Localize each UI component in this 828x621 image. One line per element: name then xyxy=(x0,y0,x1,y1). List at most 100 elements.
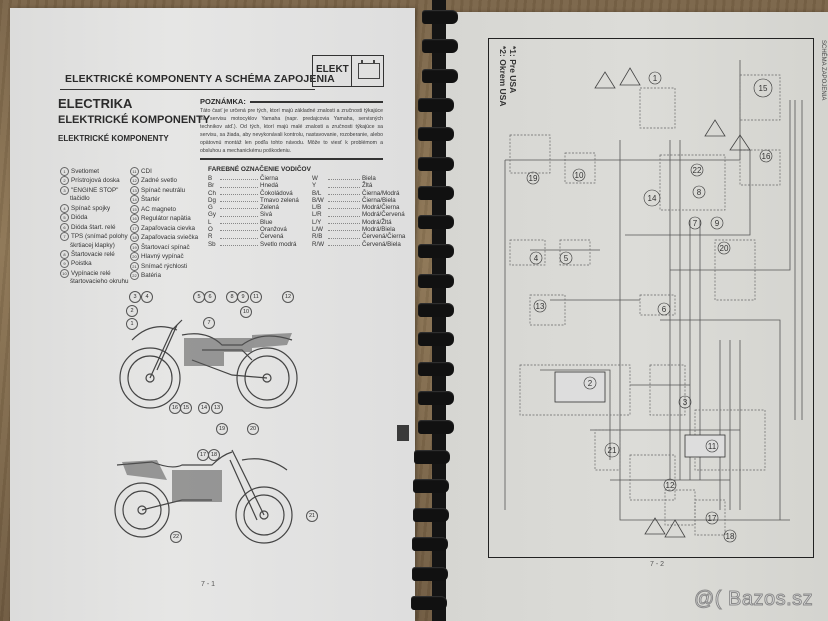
wire-code: R/B xyxy=(312,233,323,241)
wire-code: G xyxy=(208,204,213,212)
binding-coil xyxy=(411,596,447,610)
leader-dots xyxy=(220,219,258,225)
binding-coil xyxy=(418,244,454,259)
wire-code: L/W xyxy=(312,226,324,234)
binding-coil xyxy=(418,332,454,347)
schem-label-18: 18 xyxy=(726,532,735,541)
component-number: 5 xyxy=(60,213,69,223)
component-number: 9 xyxy=(60,259,69,269)
wire-color-name: Modrá/Žltá xyxy=(362,218,392,226)
schem-label-17: 17 xyxy=(708,514,717,523)
section-tab-label: ELEKT xyxy=(313,56,352,86)
wire-color-name: Hnedá xyxy=(260,182,279,190)
note-rule xyxy=(200,158,383,160)
binding-coil xyxy=(418,361,454,376)
component-label: Dióda štart. relé xyxy=(71,223,116,231)
component-label: Zapaľovacia sviečka xyxy=(141,234,199,242)
heading-electrika: ELECTRIKA xyxy=(58,96,133,111)
component-label: Spínač spojky xyxy=(71,204,111,212)
leader-dots xyxy=(220,204,258,210)
component-number: 17 xyxy=(130,223,139,233)
note-box: POZNÁMKA: Táto časť je určená pre tých, … xyxy=(200,97,383,160)
wire-color-name: Žltá xyxy=(362,182,373,190)
spiral-binding xyxy=(411,0,458,621)
binding-coil xyxy=(412,508,449,523)
schem-label-11: 11 xyxy=(708,442,717,451)
component-number: 22 xyxy=(130,271,139,281)
wire-color-name: Čierna/Biela xyxy=(362,196,396,204)
binding-clip xyxy=(397,425,409,441)
section-tab: ELEKT xyxy=(312,55,384,87)
binding-coil xyxy=(418,97,454,112)
leader-dots xyxy=(328,219,360,225)
binding-coil xyxy=(422,39,458,54)
wire-code: O xyxy=(208,226,213,234)
wire-color-name: Červená/Čierna xyxy=(362,233,406,241)
binding-coil xyxy=(422,68,458,83)
leader-dots xyxy=(328,241,360,246)
wire-color-name: Modrá/Biela xyxy=(362,226,396,234)
component-number: 16 xyxy=(130,214,139,224)
component-label: Štartér xyxy=(141,196,160,204)
component-number: 10 xyxy=(60,268,69,278)
schem-label-19: 19 xyxy=(529,174,538,183)
wire-code: B xyxy=(208,175,213,182)
callout-11: 11 xyxy=(250,291,262,303)
schem-label-2: 2 xyxy=(588,379,593,388)
component-number: 6 xyxy=(60,222,69,232)
component-label: Svetlomet xyxy=(71,168,99,176)
callout-2: 2 xyxy=(126,305,138,317)
component-label: Štartovacie relé xyxy=(71,251,115,259)
subheading-elektricke-komponenty: ELEKTRICKÉ KOMPONENTY xyxy=(58,134,169,143)
component-label: Spínač neutrálu xyxy=(141,187,186,195)
page-number-left: 7 - 1 xyxy=(201,581,216,588)
watermark: @( Bazos.sz xyxy=(693,588,814,611)
component-label: Zadné svetlo xyxy=(141,177,178,185)
binding-coil xyxy=(418,215,454,230)
wire-code: Sb xyxy=(208,240,216,248)
schem-label-5: 5 xyxy=(564,254,569,263)
schem-label-7: 7 xyxy=(693,219,698,228)
component-number: 8 xyxy=(60,249,69,259)
callout-18: 18 xyxy=(208,449,220,461)
wire-code: B/L xyxy=(312,189,322,197)
component-label: Regulátor napätia xyxy=(141,215,191,223)
component-label: Hlavný vypínač xyxy=(141,253,184,261)
binding-coil xyxy=(418,185,454,200)
component-label: Vypínacie relé xyxy=(71,269,111,277)
component-label-cont: škrtiacej klapky) xyxy=(70,241,115,249)
wire-code: L/Y xyxy=(312,218,322,226)
component-label: Poistka xyxy=(71,260,92,268)
schem-label-13: 13 xyxy=(536,302,545,311)
wire-color-name: Modrá/Čierna xyxy=(362,204,400,212)
component-item: 3"ENGINE STOP" xyxy=(60,185,128,195)
component-number: 13 xyxy=(130,185,139,195)
component-label: CDI xyxy=(141,168,152,176)
wire-color-name: Sivá xyxy=(260,211,273,219)
callout-21: 21 xyxy=(306,510,318,522)
wire-color-name: Tmavo zelená xyxy=(260,196,299,204)
leader-dots xyxy=(220,182,258,188)
page-number-right: 7 - 2 xyxy=(650,561,665,568)
wire-code: R/W xyxy=(312,240,325,248)
component-number: 19 xyxy=(130,242,139,252)
schem-label-16: 16 xyxy=(762,152,771,161)
